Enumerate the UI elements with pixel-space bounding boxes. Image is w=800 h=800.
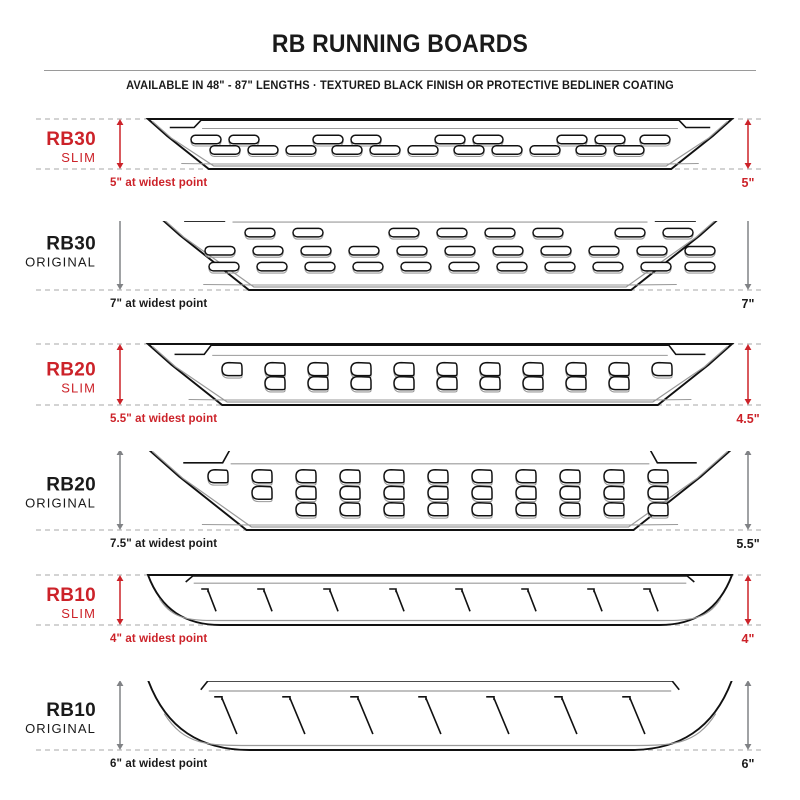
product-variant: ORIGINAL xyxy=(25,255,96,270)
right-dimension: 6" xyxy=(742,681,755,771)
widest-point-note: 4" at widest point xyxy=(110,633,207,645)
height-label: 5.5" xyxy=(736,537,759,551)
right-dimension: 5.5" xyxy=(736,451,760,551)
left-dimension: 4" at widest point xyxy=(110,575,207,645)
product-name: RB30 xyxy=(46,234,96,255)
left-dimension: 5" at widest point xyxy=(110,119,207,189)
product-variant: SLIM xyxy=(61,606,96,621)
header: RB RUNNING BOARDS AVAILABLE IN 48" - 87"… xyxy=(0,0,800,92)
height-label: 4.5" xyxy=(736,412,759,426)
left-dimension: 5.5" at widest point xyxy=(110,344,217,425)
product-name: RB10 xyxy=(46,700,96,721)
widest-point-note: 5" at widest point xyxy=(110,177,207,189)
widest-point-note: 7.5" at widest point xyxy=(110,538,217,550)
product-name: RB30 xyxy=(46,129,96,150)
product-name: RB10 xyxy=(46,585,96,606)
running-board-illustration xyxy=(145,343,735,406)
height-label: 5" xyxy=(742,176,755,190)
product-variant: SLIM xyxy=(61,381,96,396)
product-variant: ORIGINAL xyxy=(25,496,96,511)
left-dimension: 7.5" at widest point xyxy=(110,451,217,550)
running-board-illustration xyxy=(146,574,734,626)
left-dimension: 7" at widest point xyxy=(110,221,207,310)
left-dimension: 6" at widest point xyxy=(110,681,207,770)
header-divider xyxy=(44,70,756,71)
widest-point-note: 5.5" at widest point xyxy=(110,413,217,425)
right-dimension: 4" xyxy=(742,575,755,646)
right-dimension: 5" xyxy=(742,119,755,190)
height-label: 6" xyxy=(742,757,755,771)
widest-point-note: 6" at widest point xyxy=(110,758,207,770)
header-subtitle: AVAILABLE IN 48" - 87" LENGTHS · TEXTURE… xyxy=(126,80,674,92)
height-label: 7" xyxy=(742,297,755,311)
right-dimension: 4.5" xyxy=(736,344,760,426)
product-name: RB20 xyxy=(46,360,96,381)
product-variant: SLIM xyxy=(61,150,96,165)
page-title: RB RUNNING BOARDS xyxy=(271,30,529,58)
widest-point-note: 7" at widest point xyxy=(110,298,207,310)
height-label: 4" xyxy=(742,632,755,646)
product-variant: ORIGINAL xyxy=(25,721,96,736)
running-board-illustration xyxy=(148,451,732,531)
running-board-illustration xyxy=(162,221,718,291)
running-board-illustration xyxy=(145,118,735,170)
right-dimension: 7" xyxy=(742,221,755,311)
running-board-illustration xyxy=(147,681,733,751)
product-name: RB20 xyxy=(46,475,96,496)
